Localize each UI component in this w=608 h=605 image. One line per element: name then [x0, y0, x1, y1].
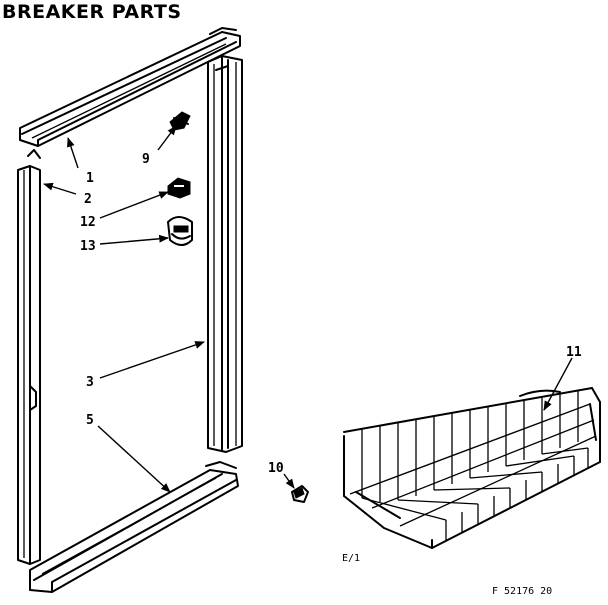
leader-11: [543, 357, 573, 411]
drawing-code: F 52176 20: [492, 586, 552, 597]
part-13-cam-bracket: [167, 216, 193, 246]
leader-5: [97, 425, 171, 493]
callout-10: 10: [268, 461, 284, 476]
scale-note: E/1: [342, 553, 360, 564]
leader-1: [67, 137, 79, 169]
leader-3: [99, 341, 205, 379]
leader-12: [99, 191, 169, 219]
diagram-title: BREAKER PARTS: [2, 1, 182, 23]
leader-lines: [43, 125, 573, 493]
callout-5: 5: [86, 413, 94, 428]
callout-11: 11: [566, 345, 582, 360]
part-10-knob: [291, 485, 309, 503]
leader-10: [283, 473, 295, 489]
part-12-bracket: [167, 177, 191, 199]
part-5-bottom-breaker-strip: [29, 461, 239, 593]
leader-9: [157, 125, 177, 151]
callout-2: 2: [84, 192, 92, 207]
part-11-wire-basket: [343, 387, 601, 549]
leader-13: [99, 234, 169, 245]
callout-9: 9: [142, 152, 150, 167]
callout-13: 13: [80, 239, 96, 254]
part-9-spring-clip: [169, 111, 191, 131]
callout-3: 3: [86, 375, 94, 390]
leader-2: [43, 182, 77, 195]
callout-12: 12: [80, 215, 96, 230]
part-1-top-breaker-strip: [19, 27, 241, 147]
part-3-right-vertical-breaker: [207, 55, 243, 453]
callout-1: 1: [86, 171, 94, 186]
part-2-left-vertical-breaker: [17, 149, 41, 565]
